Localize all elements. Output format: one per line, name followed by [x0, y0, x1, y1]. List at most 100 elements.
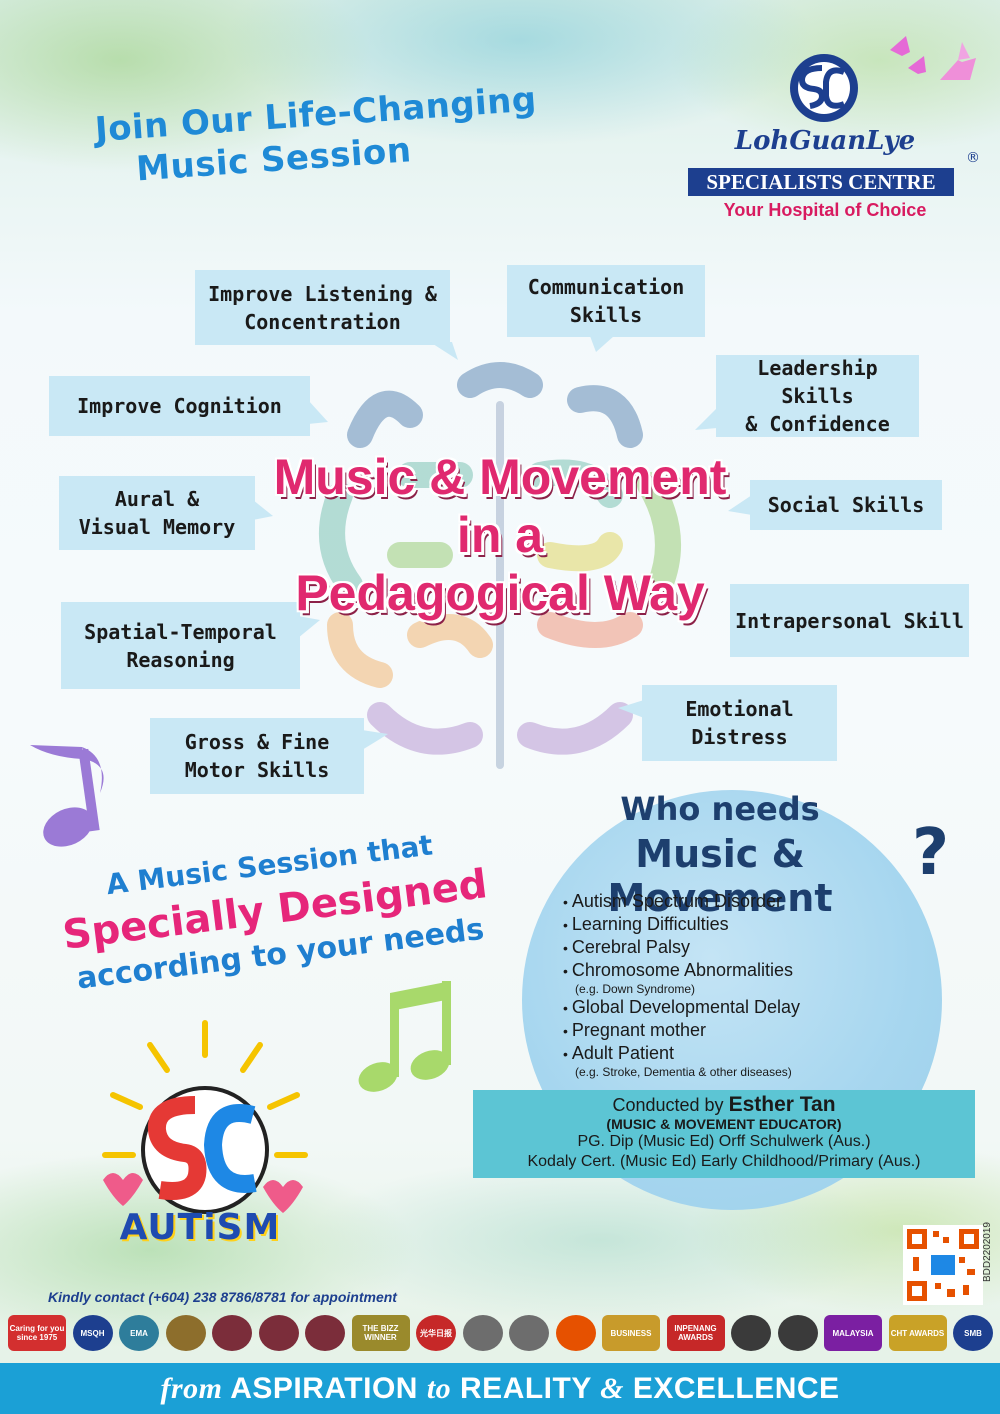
- benefit-bubble: Improve Listening &Concentration: [195, 270, 450, 345]
- who-needs-heading: Who needs: [620, 790, 820, 828]
- bubble-tail: [362, 730, 388, 750]
- award-badge: [258, 1315, 299, 1351]
- benefit-line: Improve Cognition: [77, 394, 282, 418]
- footer-word: REALITY: [460, 1372, 592, 1405]
- list-item-note: (e.g. Down Syndrome): [575, 982, 696, 996]
- footer-to: to: [426, 1372, 452, 1405]
- benefit-line: Emotional: [685, 697, 794, 721]
- autism-logo-text: AUTiSM: [119, 1207, 281, 1248]
- qr-reference-code: BDD2202019: [982, 1222, 993, 1283]
- list-item: •Learning Difficulties: [563, 914, 729, 934]
- footer-from: from: [160, 1372, 223, 1405]
- award-badge: CHT AWARDS: [888, 1315, 947, 1351]
- logo-specialists-bar: SPECIALISTS CENTRE: [688, 168, 954, 196]
- sc-autism-logo-icon: [102, 1020, 308, 1214]
- educator-credential: Kodaly Cert. (Music Ed) Early Childhood/…: [527, 1153, 921, 1170]
- award-badge: BUSINESS: [602, 1315, 660, 1351]
- bubble-tail: [728, 495, 752, 515]
- award-badge: INPENANG AWARDS: [666, 1315, 725, 1351]
- award-badge: MSQH: [72, 1315, 113, 1351]
- list-item-note: (e.g. Stroke, Dementia & other diseases): [575, 1065, 792, 1079]
- bubble-tail: [618, 700, 644, 718]
- bubble-tail: [298, 616, 320, 638]
- award-badge: [462, 1315, 503, 1351]
- footer-word: EXCELLENCE: [632, 1372, 840, 1405]
- bubble-tail: [430, 342, 458, 360]
- benefit-line: Reasoning: [126, 647, 235, 672]
- list-item: •Cerebral Palsy: [563, 937, 690, 957]
- headline: Join Our Life-Changing Music Session: [55, 76, 580, 196]
- award-badge: [165, 1315, 206, 1351]
- benefit-line: Intrapersonal Skill: [735, 608, 964, 633]
- award-badge: [509, 1315, 549, 1351]
- benefit-line: Aural &: [114, 487, 200, 511]
- benefit-bubble: Intrapersonal Skill: [730, 584, 969, 657]
- title-line2: in a: [456, 507, 544, 563]
- bubble-tail: [695, 408, 717, 430]
- benefit-line: Skills: [569, 303, 643, 327]
- hospital-logo: LohGuanLye ® SPECIALISTS CENTRE Your Hos…: [680, 50, 980, 230]
- award-badge: 光华日报: [416, 1315, 456, 1351]
- bubble-tail: [253, 500, 273, 520]
- conducted-prefix: Conducted by: [612, 1095, 724, 1115]
- award-badge: THE BIZZ WINNER: [351, 1315, 410, 1351]
- benefit-line: Improve Listening &: [208, 281, 437, 306]
- logo-registered-mark: ®: [966, 150, 980, 166]
- benefit-line: Gross & Fine: [184, 730, 330, 754]
- footer-amp: &: [600, 1372, 624, 1405]
- brain-illustration: [319, 362, 681, 769]
- question-mark: ?: [912, 816, 950, 890]
- who-needs-list: •Autism Spectrum Disorder •Learning Diff…: [563, 890, 923, 1079]
- conducted-by-panel: Conducted by Esther Tan (MUSIC & MOVEMEN…: [473, 1090, 975, 1178]
- qr-code-icon[interactable]: [903, 1225, 983, 1305]
- benefit-bubble: Improve Cognition: [49, 376, 310, 436]
- award-badge: MALAYSIA: [824, 1315, 882, 1351]
- footer-banner: from ASPIRATION to REALITY & EXCELLENCE: [0, 1363, 1000, 1414]
- bubble-tail: [308, 400, 328, 424]
- title-line1: Music & Movement: [273, 449, 727, 505]
- benefit-bubble: Leadership Skills & Confidence: [716, 355, 919, 437]
- award-badge: EMA: [119, 1315, 159, 1351]
- contact-line: Kindly contact (+604) 238 8786/8781 for …: [48, 1289, 397, 1305]
- benefit-line: Motor Skills: [184, 758, 330, 782]
- list-item: •Autism Spectrum Disorder: [563, 891, 782, 911]
- who-needs-subheading: Music & Movement: [607, 832, 833, 920]
- title-line3: Pedagogical Way: [295, 565, 705, 621]
- educator-credential: PG. Dip (Music Ed) Orff Schulwerk (Aus.): [577, 1133, 871, 1150]
- list-item: •Pregnant mother: [563, 1020, 706, 1040]
- purple-music-note-icon: [30, 745, 104, 847]
- green-music-note-icon: [358, 981, 451, 1092]
- benefit-line: Spatial-Temporal: [84, 619, 277, 644]
- sc-logo-icon: [790, 54, 858, 122]
- award-badge: [777, 1315, 818, 1351]
- benefit-bubble: Social Skills: [750, 480, 942, 530]
- award-badge: SMB: [953, 1315, 993, 1351]
- award-badge: Caring for you since 1975: [8, 1315, 66, 1351]
- logo-tagline: Your Hospital of Choice: [723, 200, 927, 220]
- origami-cranes-icon: [890, 36, 976, 80]
- award-badge: [731, 1315, 771, 1351]
- benefit-line: Distress: [691, 725, 788, 749]
- logo-script-name: LohGuanLye: [734, 126, 916, 156]
- benefit-line: Social Skills: [767, 493, 925, 517]
- benefit-line: Communication: [527, 275, 685, 299]
- educator-name: Esther Tan: [728, 1093, 836, 1116]
- benefit-line: & Confidence: [745, 412, 890, 436]
- award-badge: [212, 1315, 252, 1351]
- benefit-line: Leadership Skills: [757, 356, 878, 408]
- bubble-tail: [590, 336, 614, 352]
- main-title: Music & Movement in a Pedagogical Way: [240, 448, 760, 622]
- benefit-line: Visual Memory: [78, 515, 236, 539]
- list-item: •Global Developmental Delay: [563, 997, 801, 1017]
- award-badge: [555, 1315, 596, 1351]
- benefit-bubble: Aural & Visual Memory: [59, 476, 255, 550]
- list-item: •Chromosome Abnormalities(e.g. Down Synd…: [563, 959, 923, 996]
- list-item: •Adult Patient(e.g. Stroke, Dementia & o…: [563, 1042, 923, 1079]
- footer-word: ASPIRATION: [230, 1372, 418, 1405]
